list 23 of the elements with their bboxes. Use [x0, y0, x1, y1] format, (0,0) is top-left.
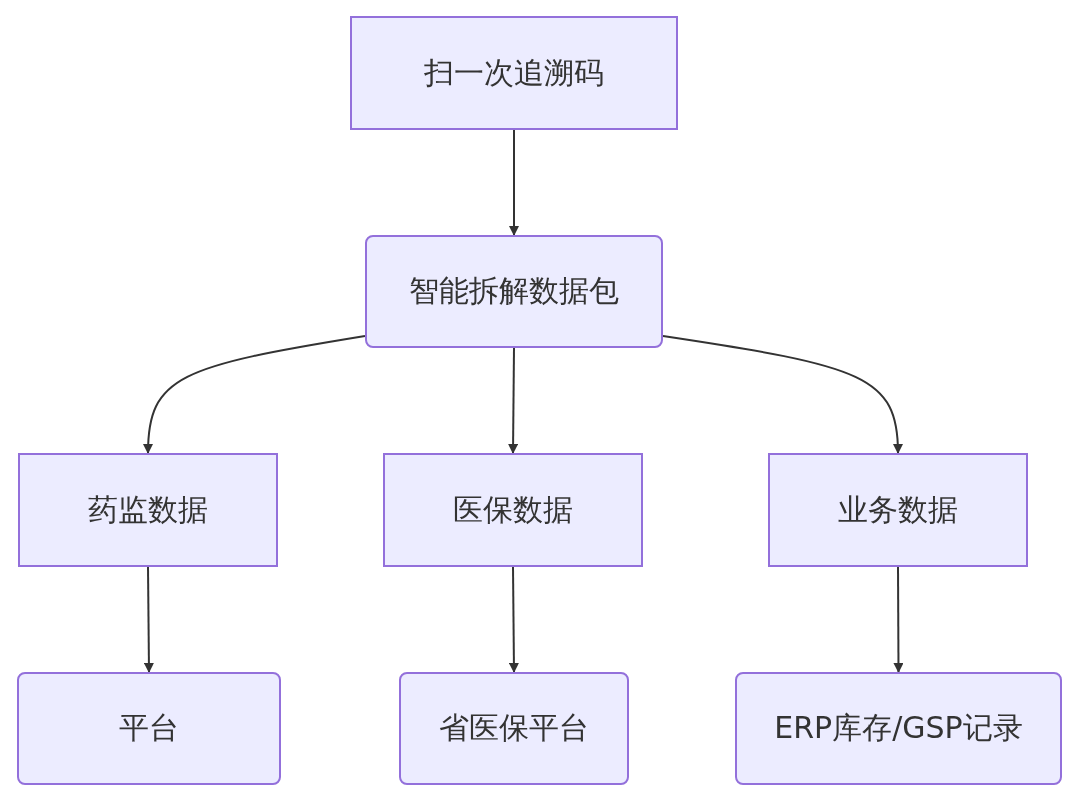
box-label: 智能拆解数据包 — [409, 272, 619, 310]
arrow — [143, 566, 154, 673]
box-label: 医保数据 — [453, 490, 573, 529]
box-label: 药监数据 — [88, 490, 208, 529]
arrow — [893, 566, 904, 673]
process-box — [768, 453, 1028, 567]
rounded-process-box — [735, 672, 1062, 785]
arrow — [662, 335, 903, 454]
rounded-process-box — [365, 235, 663, 348]
arrow — [508, 347, 519, 454]
process-box — [18, 453, 278, 567]
box-label: 扫一次追溯码 — [424, 53, 604, 92]
arrow — [509, 129, 519, 236]
process-box — [350, 16, 678, 130]
arrow — [143, 335, 366, 454]
box-label: 省医保平台 — [439, 709, 589, 747]
box-label: 业务数据 — [838, 490, 958, 529]
arrow — [508, 566, 519, 673]
rounded-process-box — [17, 672, 281, 785]
box-label: ERP库存/GSP记录 — [774, 709, 1023, 747]
rounded-process-box — [399, 672, 629, 785]
process-box — [383, 453, 643, 567]
box-label: 平台 — [119, 709, 179, 747]
